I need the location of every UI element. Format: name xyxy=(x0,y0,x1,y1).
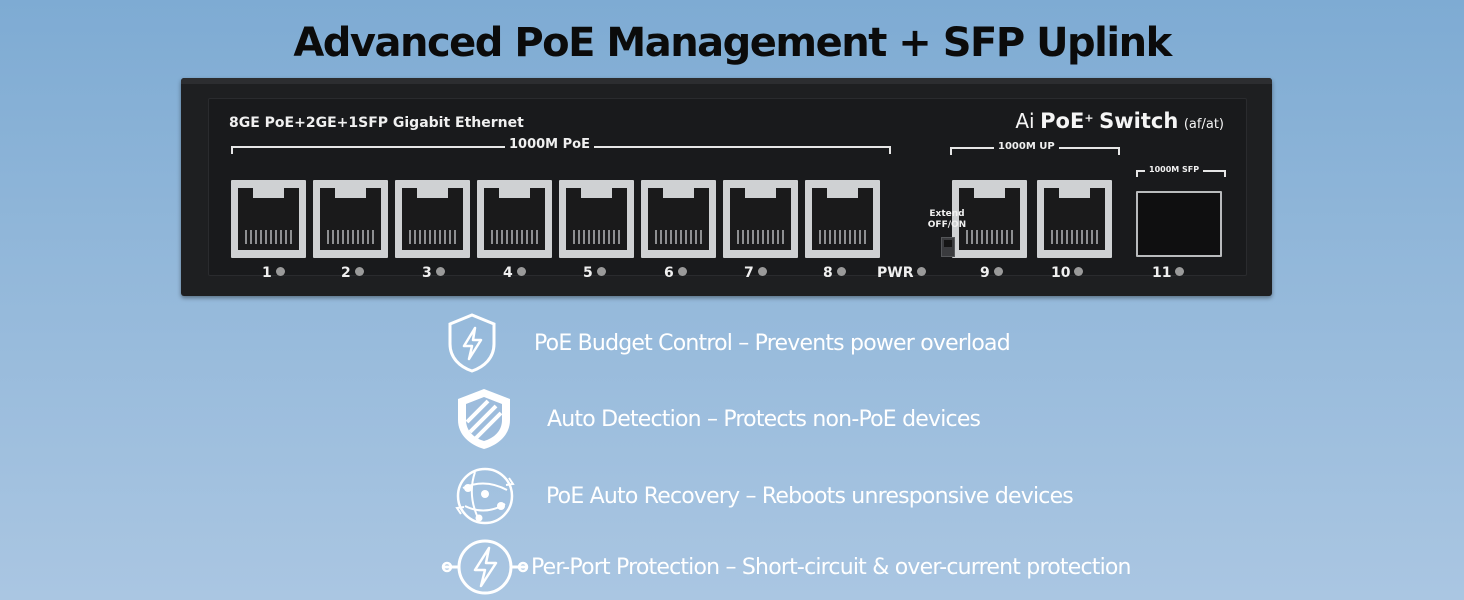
port-number-7: 7 xyxy=(744,265,767,281)
sfp-group-label: 1000M SFP xyxy=(1145,165,1204,174)
port-number-10: 10 xyxy=(1051,265,1084,281)
feature-text-3: PoE Auto Recovery – Reboots unresponsive… xyxy=(546,483,1074,509)
ethernet-port-6 xyxy=(641,180,716,258)
port-number-3: 3 xyxy=(422,265,445,281)
status-led xyxy=(516,267,526,276)
port-number-11: 11 xyxy=(1152,265,1185,281)
brand-label: Ai PoE+ Switch (af/at) xyxy=(1015,109,1224,133)
port-number-5: 5 xyxy=(583,265,606,281)
status-led xyxy=(757,267,767,276)
uplink-group-label: 1000M UP xyxy=(994,141,1059,152)
feature-text-2: Auto Detection – Protects non-PoE device… xyxy=(547,406,981,432)
brand-standard: (af/at) xyxy=(1183,117,1224,132)
ethernet-port-9 xyxy=(952,180,1027,258)
brand-ai: Ai xyxy=(1015,109,1035,133)
status-led xyxy=(275,267,285,276)
port-number-9: 9 xyxy=(980,265,1003,281)
status-led xyxy=(993,267,1003,276)
port-number-6: 6 xyxy=(664,265,687,281)
ethernet-port-8 xyxy=(805,180,880,258)
network-recovery-icon xyxy=(455,467,515,525)
feature-auto-recovery: PoE Auto Recovery – Reboots unresponsive… xyxy=(453,464,1074,528)
ethernet-port-7 xyxy=(723,180,798,258)
extend-toggle xyxy=(941,237,955,257)
port-number-1: 1 xyxy=(262,265,285,281)
poe-group-label: 1000M PoE xyxy=(505,137,594,152)
page-headline: Advanced PoE Management + SFP Uplink xyxy=(293,20,1172,66)
network-switch: 8GE PoE+2GE+1SFP Gigabit Ethernet Ai PoE… xyxy=(181,78,1272,296)
extend-label: Extend xyxy=(929,209,965,219)
status-led xyxy=(836,267,846,276)
status-led xyxy=(596,267,606,276)
feature-per-port-protection: Per-Port Protection – Short-circuit & ov… xyxy=(441,536,1131,598)
extend-off-on-label: OFF/ON xyxy=(927,220,967,230)
ethernet-port-10 xyxy=(1037,180,1112,258)
port-number-8: 8 xyxy=(823,265,846,281)
port-number-4: 4 xyxy=(503,265,526,281)
shield-lightning-icon xyxy=(448,313,496,373)
power-led xyxy=(917,267,927,276)
feature-budget-control: PoE Budget Control – Prevents power over… xyxy=(444,312,1011,374)
circuit-lightning-icon xyxy=(441,539,529,595)
feature-auto-detection: Auto Detection – Protects non-PoE device… xyxy=(452,386,981,452)
ethernet-port-2 xyxy=(313,180,388,258)
feature-text-4: Per-Port Protection – Short-circuit & ov… xyxy=(531,554,1131,580)
extend-switch-label: Extend OFF/ON xyxy=(922,209,972,231)
sfp-port-11 xyxy=(1136,191,1222,257)
model-description: 8GE PoE+2GE+1SFP Gigabit Ethernet xyxy=(229,115,524,131)
ethernet-port-3 xyxy=(395,180,470,258)
ethernet-port-5 xyxy=(559,180,634,258)
switch-front-panel: 8GE PoE+2GE+1SFP Gigabit Ethernet Ai PoE… xyxy=(208,98,1247,281)
ethernet-port-1 xyxy=(231,180,306,258)
status-led xyxy=(1074,267,1084,276)
status-led xyxy=(677,267,687,276)
feature-text-1: PoE Budget Control – Prevents power over… xyxy=(534,330,1011,356)
status-led xyxy=(1175,267,1185,276)
brand-switch: Switch xyxy=(1099,109,1179,133)
pwr-indicator: PWR xyxy=(877,265,927,281)
ethernet-port-4 xyxy=(477,180,552,258)
brand-plus: + xyxy=(1084,111,1094,125)
brand-poe: PoE xyxy=(1040,109,1085,133)
striped-shield-icon xyxy=(458,389,510,449)
status-led xyxy=(435,267,445,276)
port-number-2: 2 xyxy=(341,265,364,281)
status-led xyxy=(354,267,364,276)
